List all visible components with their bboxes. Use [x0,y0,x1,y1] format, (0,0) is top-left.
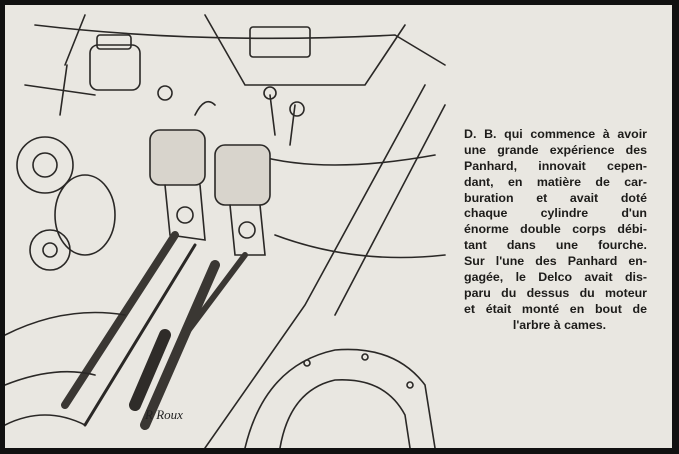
caption-line: une grande expérience des [464,142,647,157]
magazine-page: R Roux D. B. qui commence à avoir une gr… [5,5,672,448]
caption-line: paru du dessus du moteur [464,285,647,300]
caption-text: D. B. qui commence à avoir une grande ex… [464,127,647,334]
caption-line: et était monté en bout de [464,301,647,316]
caption-line: l'arbre à cames. [512,317,607,332]
caption-line: tant dans une fourche. [464,238,647,253]
caption-line: gagée, le Delco avait dis- [464,270,647,285]
engine-illustration [5,14,446,448]
caption-line: buration et avait doté [464,190,647,205]
artist-signature: R Roux [145,407,183,422]
caption-line: énorme double corps débi- [464,222,647,237]
caption-line: chaque cylindre d'un [464,206,647,221]
caption-line: dant, en matière de car- [464,174,647,189]
caption-line: Panhard, innovait cepen- [464,158,647,173]
caption-line: D. B. qui commence à avoir [464,127,647,141]
caption-line: Sur l'une des Panhard en- [464,254,647,269]
